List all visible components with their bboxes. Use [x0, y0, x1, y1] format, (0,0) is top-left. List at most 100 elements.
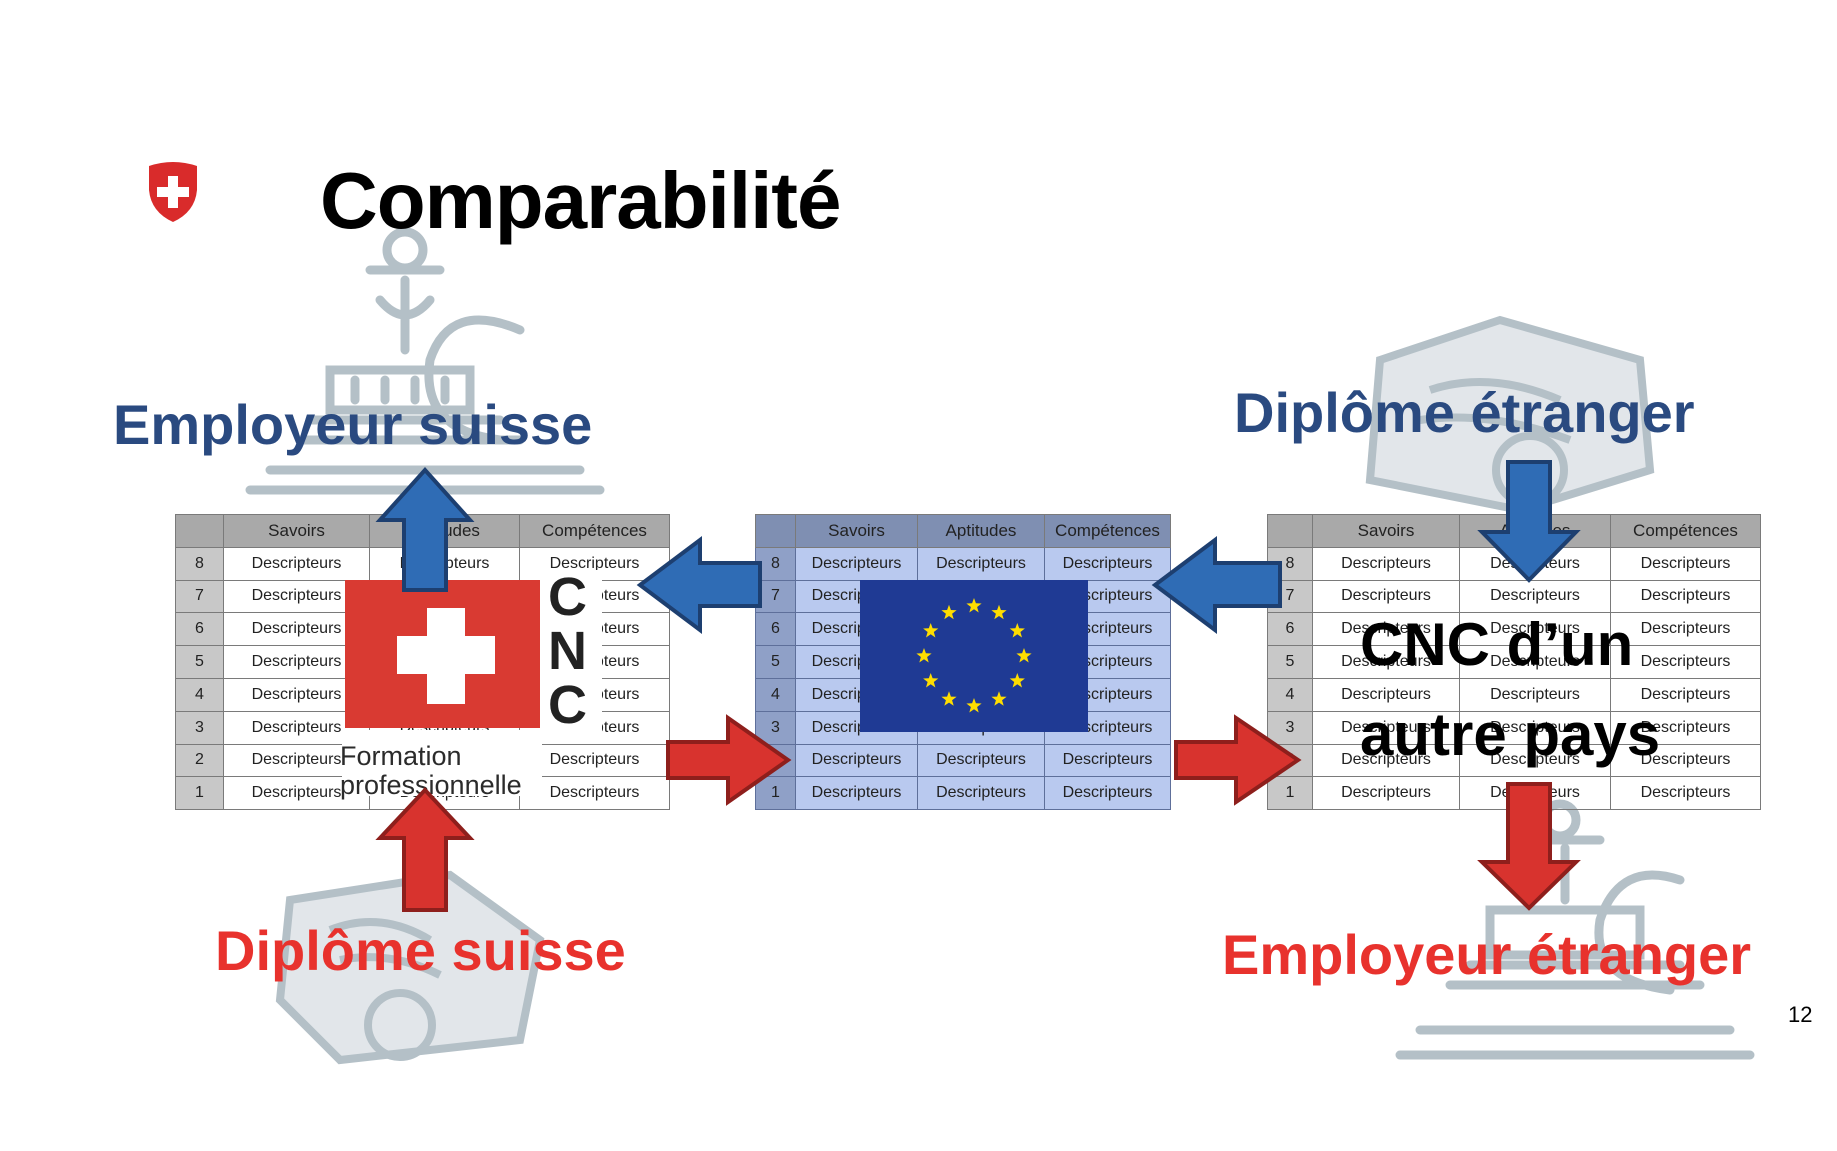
- eu-star: [1016, 648, 1032, 663]
- label-employeur-suisse: Employeur suisse: [113, 393, 593, 456]
- cnc-caption-bg: [342, 730, 542, 796]
- descriptor-cell: Descripteurs: [1459, 743, 1611, 778]
- level-number: 4: [175, 677, 224, 712]
- descriptor-cell: Descripteurs: [1610, 776, 1761, 811]
- level-number: 7: [1267, 579, 1313, 614]
- cnc-letter: C: [548, 567, 587, 627]
- descriptor-cell: Descripteurs: [1312, 546, 1460, 581]
- descriptor-cell: Descripteurs: [1459, 612, 1611, 647]
- descriptor-cell: Descripteurs: [1044, 546, 1171, 581]
- cnc-caption: Formation professionnelle: [340, 742, 522, 800]
- descriptor-cell: Descripteurs: [1312, 743, 1460, 778]
- descriptor-cell: Descripteurs: [795, 776, 918, 811]
- level-number: 2: [175, 743, 224, 778]
- table-corner: [175, 514, 224, 548]
- level-number: 2: [755, 743, 796, 778]
- descriptor-cell: Descripteurs: [1459, 710, 1611, 745]
- column-header: Savoirs: [1312, 514, 1460, 548]
- level-number: 7: [755, 579, 796, 614]
- level-number: 4: [755, 677, 796, 712]
- page-number: 12: [1788, 1002, 1813, 1027]
- descriptor-cell: Descripteurs: [1610, 546, 1761, 581]
- level-number: 8: [755, 546, 796, 581]
- eu-star: [923, 673, 939, 688]
- eu-star: [916, 648, 932, 663]
- column-header: Compétences: [1044, 514, 1171, 548]
- descriptor-cell: Descripteurs: [1312, 776, 1460, 811]
- foreign-cnc-label-line: CNC d’un: [1360, 611, 1634, 678]
- swiss-cross-icon: [397, 608, 495, 704]
- level-number: 5: [1267, 645, 1313, 679]
- descriptor-cell: Descripteurs: [223, 546, 370, 581]
- descriptor-cell: Descripteurs: [1312, 612, 1460, 647]
- column-header: Compétences: [519, 514, 670, 548]
- descriptor-cell: Descripteurs: [1610, 579, 1761, 614]
- descriptor-cell: Descripteurs: [1312, 710, 1460, 745]
- level-number: 8: [175, 546, 224, 581]
- eu-star: [991, 604, 1007, 620]
- level-number: 2: [1267, 743, 1313, 778]
- level-number: 6: [175, 612, 224, 647]
- column-header: Aptitudes: [1459, 514, 1611, 548]
- foreign-cnc-label-line: autre pays: [1360, 701, 1661, 768]
- column-header: Savoirs: [795, 514, 918, 548]
- descriptor-cell: Descripteurs: [519, 776, 670, 811]
- cnc-letters-bg: [540, 570, 602, 740]
- eu-star: [923, 623, 939, 638]
- descriptor-cell: Descripteurs: [1610, 677, 1761, 712]
- descriptor-cell: Descripteurs: [519, 743, 670, 778]
- level-number: 1: [755, 776, 796, 811]
- eu-flag-icon: [860, 580, 1088, 732]
- label-employeur-etranger: Employeur étranger: [1222, 923, 1752, 986]
- descriptor-cell: Descripteurs: [1459, 776, 1611, 811]
- label-diplome-suisse: Diplôme suisse: [215, 919, 626, 982]
- label-diplome-etranger: Diplôme étranger: [1234, 381, 1695, 444]
- level-number: 1: [1267, 776, 1313, 811]
- eu-star: [941, 691, 957, 706]
- level-number: 5: [175, 645, 224, 679]
- column-header: Aptitudes: [917, 514, 1045, 548]
- foreign-cnc-label: CNC d’un autre pays: [1360, 600, 1660, 780]
- eu-star: [1009, 673, 1025, 688]
- cnc-swiss-logo: [345, 580, 547, 728]
- descriptor-cell: Descripteurs: [917, 776, 1045, 811]
- level-number: 3: [755, 710, 796, 745]
- level-number: 8: [1267, 546, 1313, 581]
- descriptor-cell: Descripteurs: [223, 776, 370, 811]
- level-number: 7: [175, 579, 224, 614]
- level-number: 3: [175, 710, 224, 745]
- level-number: 3: [1267, 710, 1313, 745]
- level-number: 6: [1267, 612, 1313, 647]
- descriptor-cell: Descripteurs: [1044, 776, 1171, 811]
- level-number: 1: [175, 776, 224, 811]
- descriptor-cell: Descripteurs: [1459, 546, 1611, 581]
- descriptor-cell: Descripteurs: [1044, 743, 1171, 778]
- eu-star: [966, 698, 982, 713]
- descriptor-cell: Descripteurs: [1312, 579, 1460, 614]
- level-number: 5: [755, 645, 796, 679]
- swiss-shield-icon: [149, 162, 197, 222]
- table-corner: [755, 514, 796, 548]
- cnc-letter: C: [548, 675, 587, 735]
- cnc-letter: N: [548, 621, 587, 681]
- column-header: Compétences: [1610, 514, 1761, 548]
- column-header: Savoirs: [223, 514, 370, 548]
- descriptor-cell: Descripteurs: [795, 743, 918, 778]
- eu-star: [991, 691, 1007, 706]
- eu-star: [941, 604, 957, 620]
- cnc-letters: C N C: [548, 570, 587, 732]
- cnc-caption-line: professionnelle: [340, 770, 522, 800]
- cnc-caption-line: Formation: [340, 741, 462, 771]
